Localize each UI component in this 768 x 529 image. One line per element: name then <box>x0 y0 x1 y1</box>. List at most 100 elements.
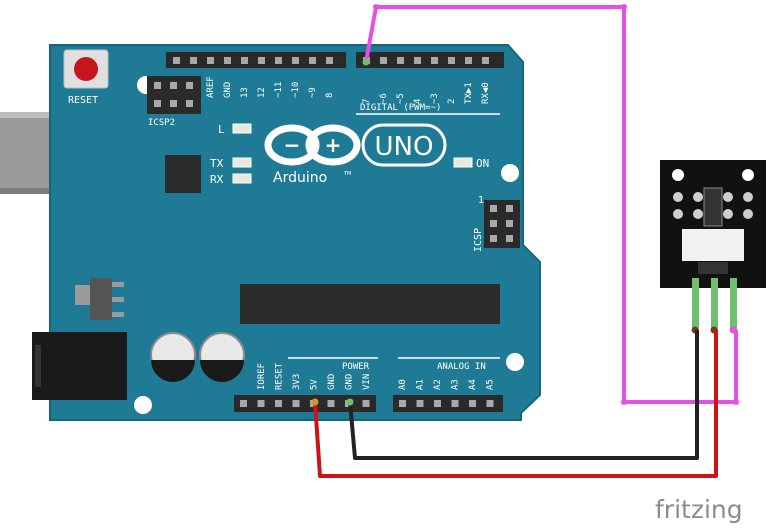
digital-pin-label: 13 <box>240 87 250 98</box>
icsp-label: ICSP <box>473 228 484 252</box>
mounting-hole <box>506 353 524 371</box>
analog-pin-label: A4 <box>468 379 478 390</box>
capacitor <box>150 332 196 382</box>
wire-bendpoint <box>373 4 379 10</box>
power-header <box>234 395 376 412</box>
analog-pin-label: A1 <box>416 379 426 390</box>
led-rx-label: RX <box>210 173 224 186</box>
header-pin <box>190 57 197 64</box>
header-pin <box>224 57 231 64</box>
digital-pin-label: AREF <box>206 76 216 98</box>
voltage-regulator <box>75 278 124 320</box>
header-pin <box>173 57 180 64</box>
signal-wire <box>364 5 738 404</box>
header-pin <box>482 57 489 64</box>
bottom-header-pins <box>240 400 494 407</box>
header-pin <box>486 400 494 407</box>
led-rx <box>232 173 252 184</box>
header-pin <box>240 400 247 407</box>
power-label: POWER <box>342 362 370 372</box>
header-pin <box>241 57 248 64</box>
header-pin <box>258 57 265 64</box>
digital-pin-label: 7 <box>362 99 372 104</box>
icsp2-label: ICSP2 <box>148 118 175 128</box>
digital-pin-label: TX▶1 <box>464 82 474 104</box>
power-pin-label: GND <box>345 374 355 390</box>
sensor-pins <box>691 278 737 334</box>
fritzing-watermark: fritzing <box>655 495 743 524</box>
analog-pin-label: A2 <box>433 379 443 390</box>
digital-pin-label: ~9 <box>308 87 318 98</box>
led-l-label: L <box>218 123 225 136</box>
header-pin <box>399 400 406 407</box>
digital-pin-label: 4 <box>413 99 423 104</box>
digital-pin-label: GND <box>223 82 233 98</box>
header-pin <box>257 400 265 407</box>
arduino-logo: − + UNO Arduino TM <box>264 123 447 186</box>
analog-label: ANALOG IN <box>437 362 486 372</box>
digital-label: DIGITAL (PWM=~) <box>360 103 441 113</box>
digital-pin-label: 2 <box>447 99 457 104</box>
digital-pin-label: ~5 <box>396 93 406 104</box>
header-pin <box>309 57 316 64</box>
mounting-hole <box>134 396 152 414</box>
pin-connection <box>311 398 319 406</box>
header-pin <box>451 400 459 407</box>
analog-pin-label: A5 <box>486 379 496 390</box>
digital-header-pins <box>173 57 489 64</box>
header-pin <box>207 57 214 64</box>
mounting-hole <box>501 164 519 182</box>
analog-pin-label: A3 <box>451 379 461 390</box>
pin-connection <box>346 398 354 406</box>
wire-bendpoint <box>621 4 627 10</box>
digital-pin-label: ~6 <box>379 93 389 104</box>
header-pin <box>380 57 387 64</box>
led-l <box>232 123 252 134</box>
analog-header <box>393 395 503 412</box>
header-pin <box>292 400 300 407</box>
icsp-pin1-label: 1 <box>478 195 484 206</box>
icsp-header <box>484 200 520 248</box>
power-jack <box>32 332 127 400</box>
digital-pin-label: 12 <box>257 87 267 98</box>
led-on-label: ON <box>476 157 489 170</box>
header-pin <box>431 57 438 64</box>
digital-pin-label: RX◀0 <box>481 82 491 104</box>
digital-pin-label: ~11 <box>274 82 284 98</box>
digital-pin-labels: AREF GND 13 12 ~11 ~10 ~9 8 7 ~6 ~5 4 ~3 2 TX▶1 RX◀0 <box>206 76 491 104</box>
header-pin <box>434 400 441 407</box>
power-pin-label: 3V3 <box>292 374 302 390</box>
header-pin <box>397 57 404 64</box>
header-pin <box>362 400 370 407</box>
header-pin <box>465 57 472 64</box>
sensor-module <box>660 160 766 288</box>
pin-connection <box>362 58 370 66</box>
atmega-chip <box>240 284 500 324</box>
ground-wire <box>348 330 699 460</box>
power-pin-label: RESET <box>275 362 285 390</box>
header-pin <box>414 57 421 64</box>
icsp2-header <box>147 76 201 114</box>
led-on <box>453 157 473 168</box>
logo-plus: + <box>325 133 342 157</box>
header-pin <box>326 57 333 64</box>
tm-label: TM <box>343 171 351 177</box>
header-pin <box>469 400 476 407</box>
power-pin-label: VIN <box>362 374 372 390</box>
logo-minus: − <box>284 133 301 157</box>
wire-bendpoint <box>733 399 739 405</box>
wire-bendpoint <box>621 399 627 405</box>
power-pin-label: IOREF <box>257 363 267 390</box>
arduino-label: Arduino <box>273 170 327 186</box>
header-pin <box>327 400 335 407</box>
led-tx-label: TX <box>210 157 224 170</box>
digital-pin-label: ~10 <box>291 82 301 98</box>
digital-pin-label: 8 <box>325 93 335 98</box>
digital-pin-label: ~3 <box>430 93 440 104</box>
power-wire <box>313 330 718 478</box>
power-pin-label: 5V <box>310 379 320 390</box>
reset-button[interactable] <box>63 49 109 89</box>
